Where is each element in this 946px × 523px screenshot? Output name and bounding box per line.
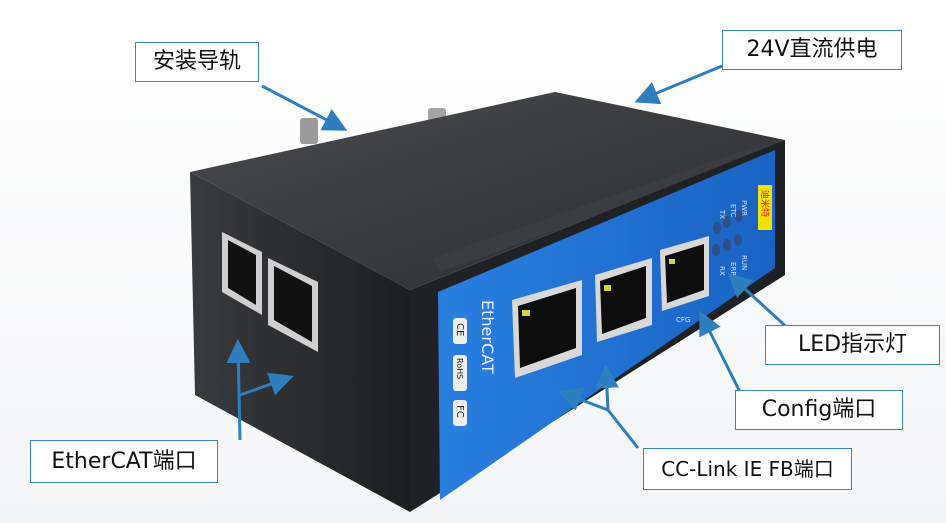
arrow-config [699, 310, 742, 393]
arrow-cclink-a [606, 409, 640, 449]
cclink-port-2 [595, 258, 652, 342]
callout-cclink: CC-Link IE FB端口 [643, 448, 852, 490]
vendor-badge-text: 迪米特 [759, 190, 771, 217]
callout-rail: 安装导轨 [135, 42, 259, 82]
status-leds [712, 210, 743, 256]
callout-arrows [226, 64, 794, 449]
led-label-run: RUN [740, 255, 748, 270]
arrow-ethercat-a [226, 339, 251, 441]
callout-led: LED指示灯 [765, 325, 940, 365]
ethercat-logo: EtherCAT [478, 300, 497, 374]
led-label-etc: ETC [729, 204, 737, 217]
ethercat-port-in [222, 232, 262, 315]
ethercat-port-out [268, 258, 318, 352]
cclink-port-1 [512, 280, 582, 378]
callout-ethercat: EtherCAT端口 [30, 440, 218, 483]
arrow-cclink-c [594, 364, 619, 411]
cert-marks: CE RoHS FC [453, 318, 467, 426]
arrow-ethercat-b [239, 372, 294, 397]
arrow-power [634, 64, 723, 105]
config-port [660, 236, 709, 311]
top-cover-ridge [432, 140, 785, 272]
led-label-tx: TX [718, 209, 726, 219]
led-label-rx: RX [718, 266, 726, 276]
led-labels: PWR ETC TX RUN ERR RX [718, 200, 748, 276]
fc-mark: FC [454, 405, 465, 418]
callout-power: 24V直流供电 [722, 30, 902, 70]
arrow-led [727, 272, 794, 334]
arrow-cclink-b [557, 388, 609, 412]
cfg-label: CFG [676, 316, 690, 324]
ce-mark: CE [454, 323, 465, 336]
rohs-mark: RoHS [455, 358, 464, 379]
led-label-err: ERR [729, 262, 737, 276]
led-label-pwr: PWR [740, 200, 748, 216]
top-face [190, 92, 785, 290]
callout-config: Config端口 [735, 390, 903, 430]
arrow-rail [261, 84, 348, 131]
vendor-badge [758, 185, 772, 230]
